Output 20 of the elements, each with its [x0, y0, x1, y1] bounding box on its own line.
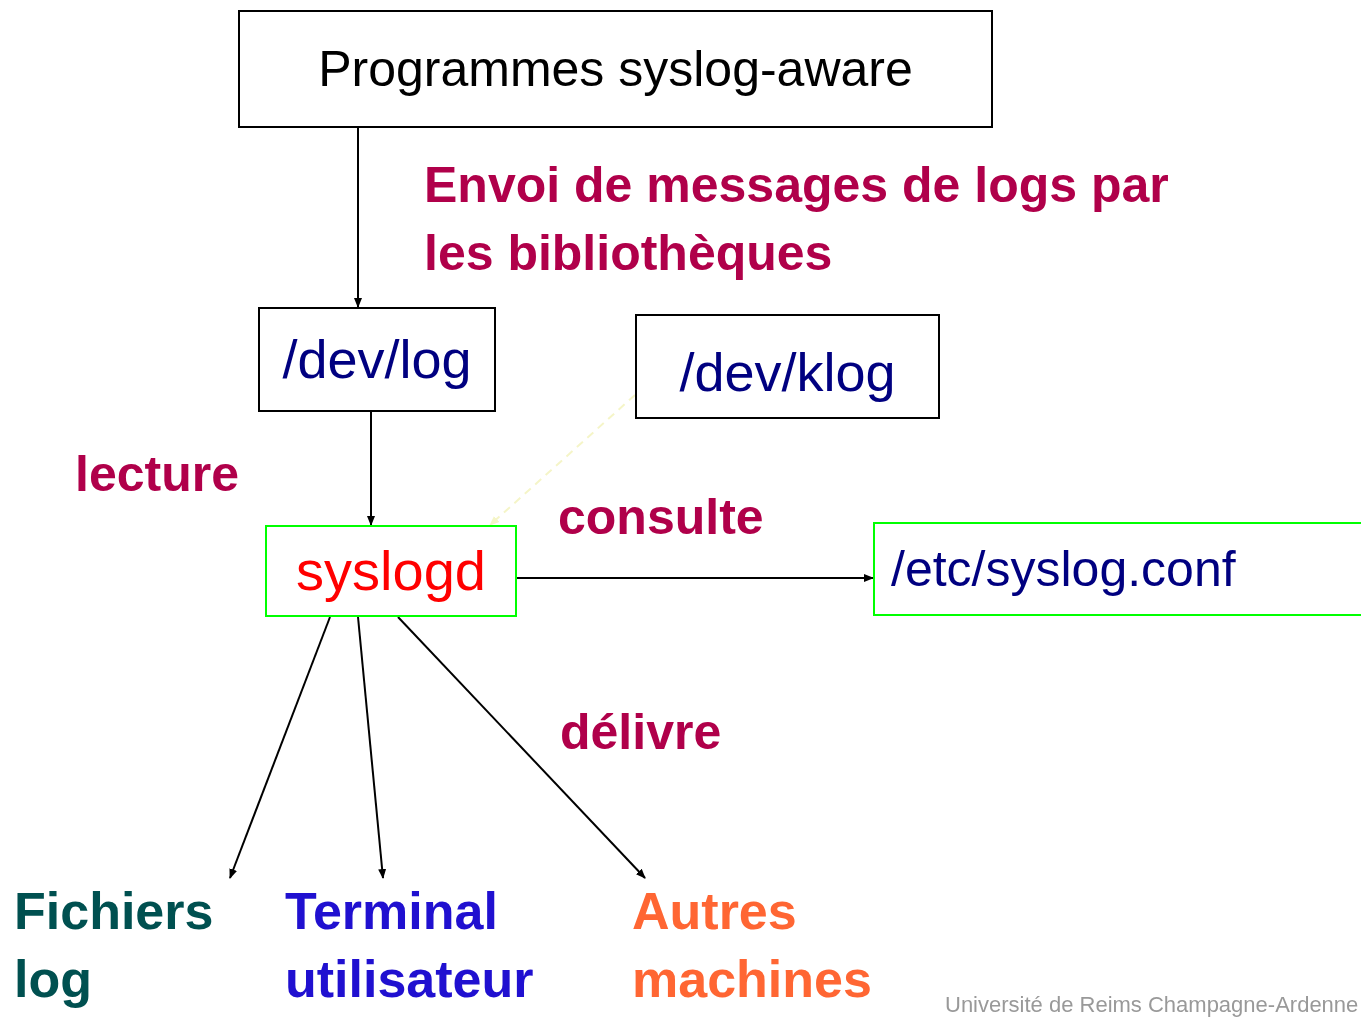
- arrow: [489, 394, 636, 526]
- arrow: [397, 616, 646, 879]
- arrow: [367, 411, 375, 526]
- config-file-box: /etc/syslog.conf: [873, 522, 1361, 616]
- annotation-text: lecture: [75, 445, 239, 504]
- daemon-box: syslogd: [265, 525, 517, 617]
- arrow: [229, 616, 331, 879]
- device-box: /dev/log: [258, 307, 496, 412]
- process-box: Programmes syslog-aware: [238, 10, 993, 128]
- arrow: [354, 127, 362, 308]
- arrow: [516, 574, 874, 582]
- footer-text: Université de Reims Champagne-Ardenne: [945, 991, 1359, 1018]
- destination-text: Fichiers log: [14, 878, 264, 1014]
- annotation-text: consulte: [558, 488, 764, 547]
- annotation-text: Envoi de messages de logs par les bibliothèques: [424, 156, 1170, 283]
- arrow: [357, 616, 387, 879]
- destination-text: Autres machines: [632, 878, 932, 1014]
- device-box: /dev/klog: [635, 314, 940, 419]
- destination-text: Terminal utilisateur: [285, 878, 605, 1014]
- annotation-text: délivre: [560, 703, 722, 762]
